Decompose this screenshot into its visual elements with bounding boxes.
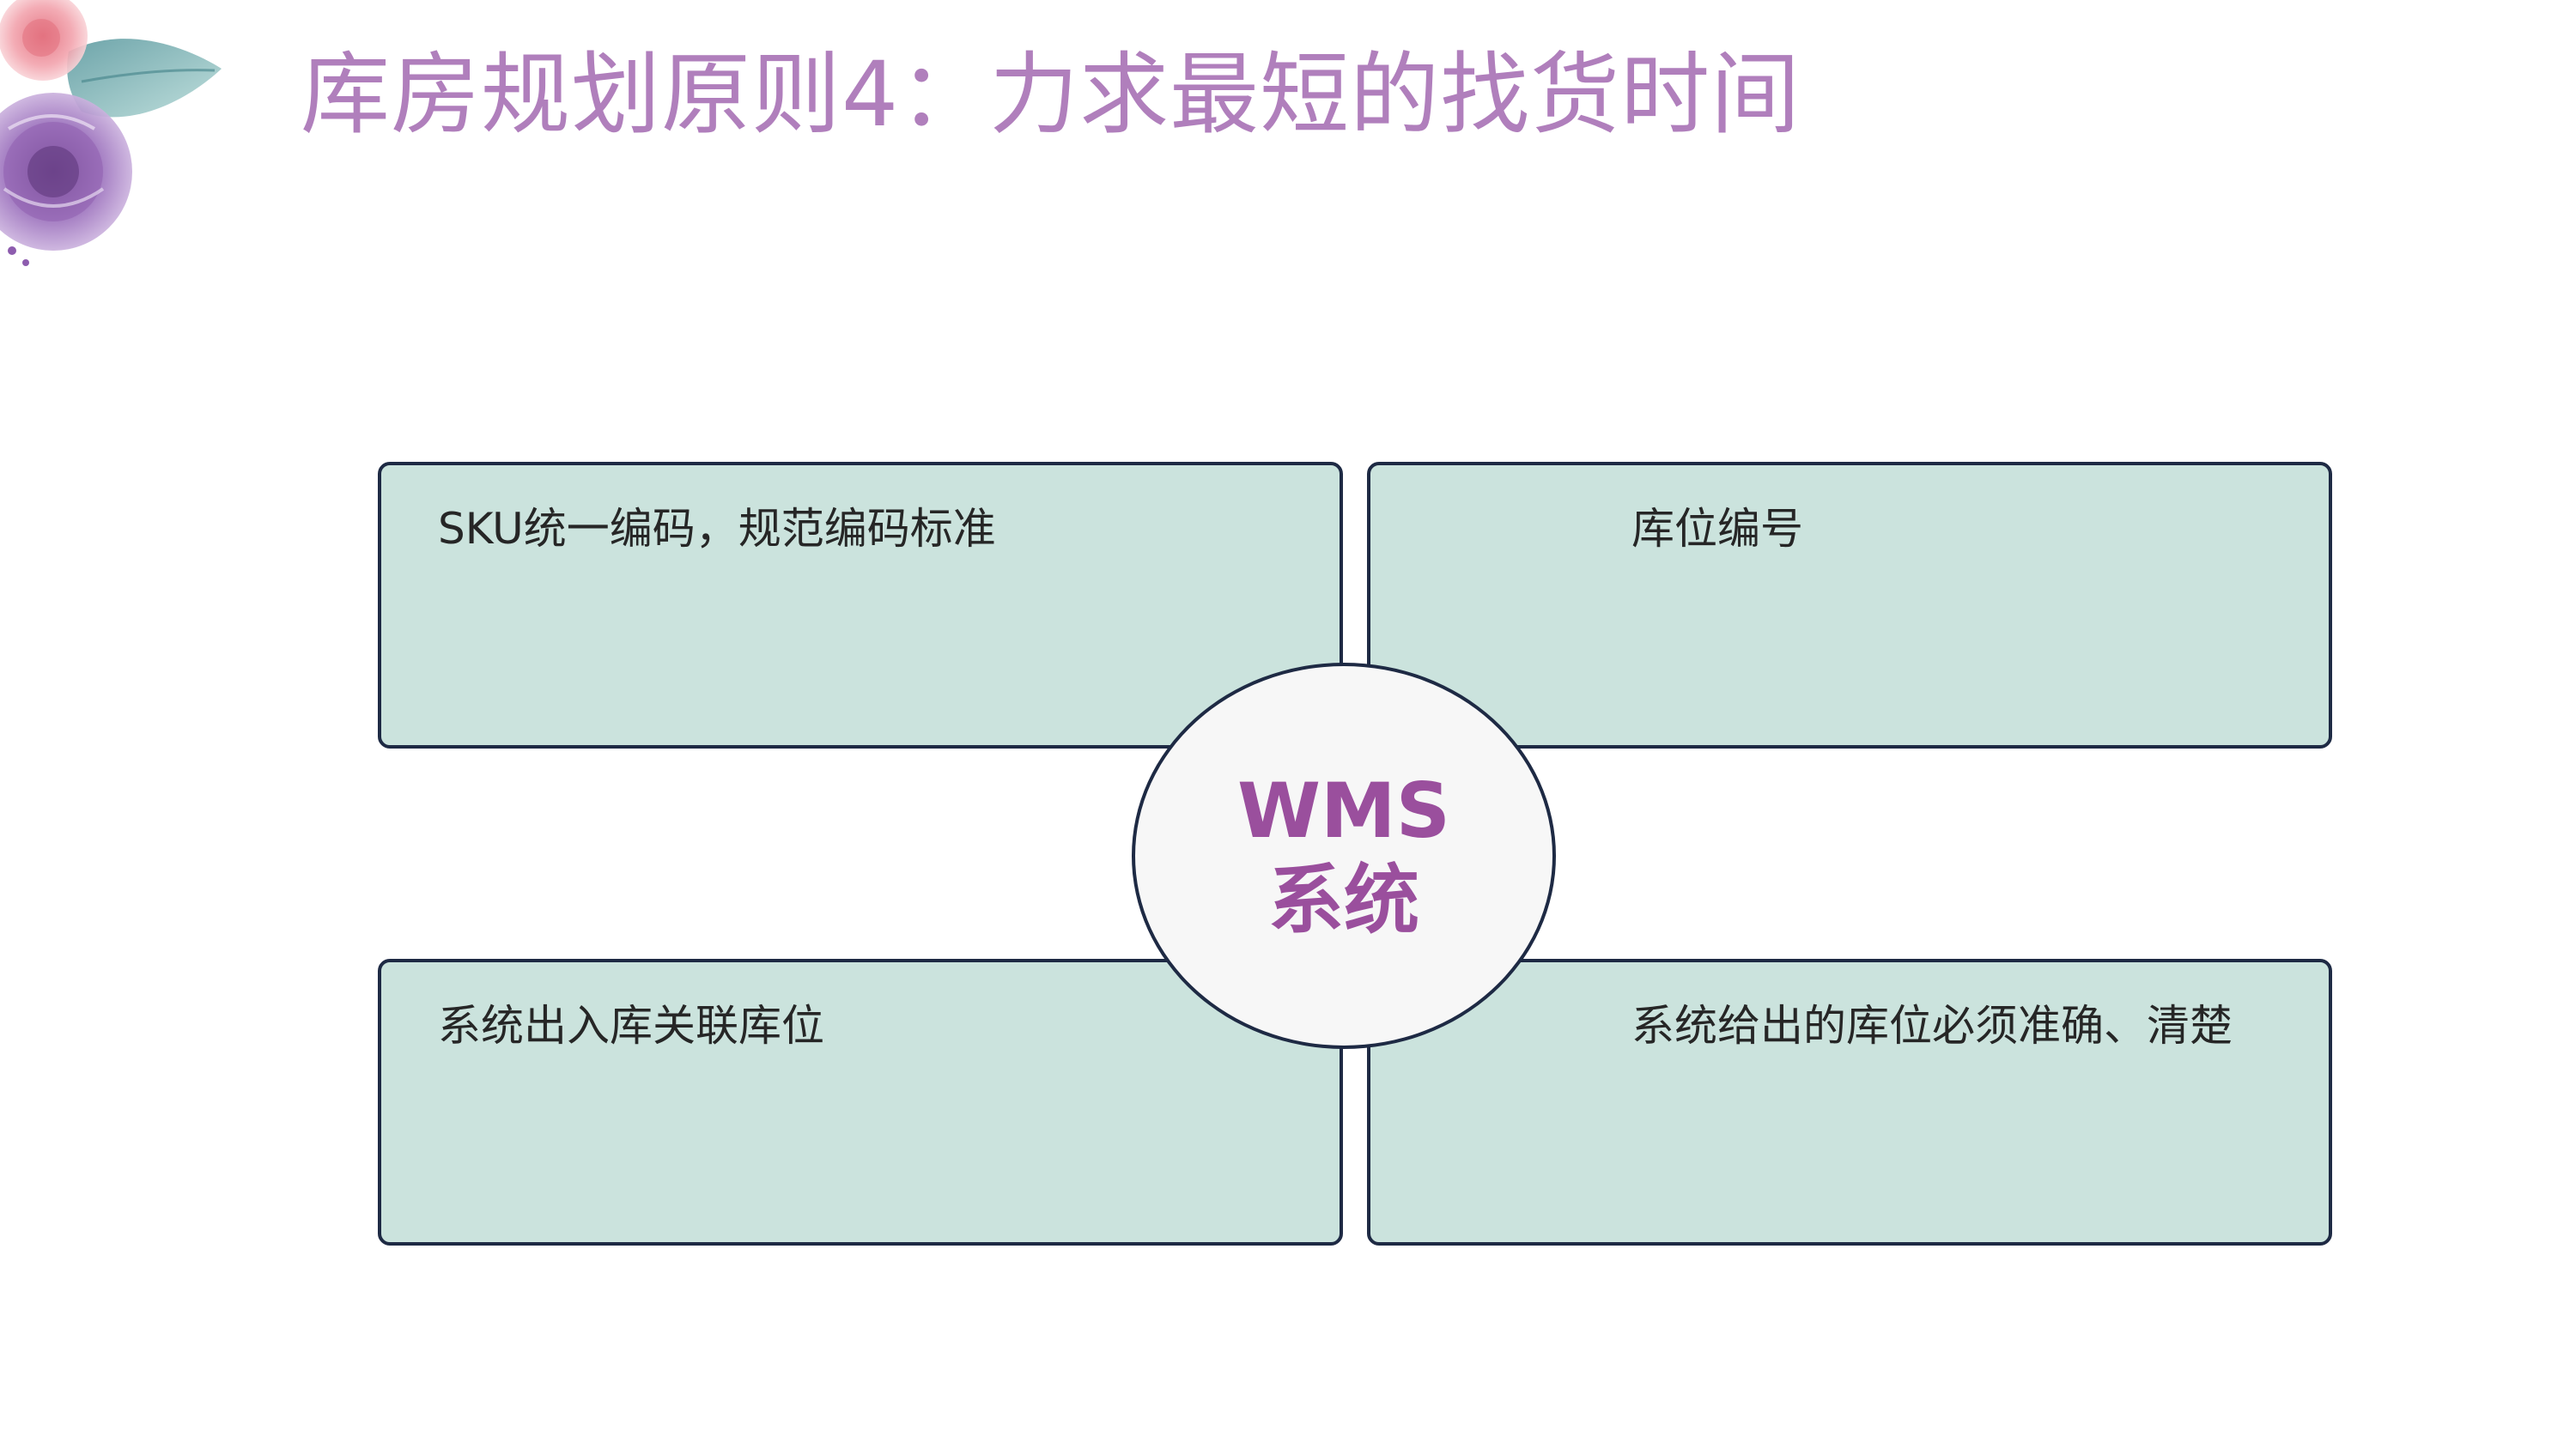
- quadrant-label: 系统给出的库位必须准确、清楚: [1631, 1001, 2233, 1051]
- quadrant-box-inout-location: 系统出入库关联库位: [378, 959, 1343, 1246]
- quadrant-box-accurate-location: 系统给出的库位必须准确、清楚: [1367, 959, 2332, 1246]
- quadrant-label: SKU统一编码，规范编码标准: [438, 504, 996, 554]
- hub-text-line2: 系统: [1267, 856, 1419, 944]
- quadrant-box-location-number: 库位编号: [1367, 462, 2332, 749]
- watercolor-flower-icon: [0, 0, 222, 266]
- wms-center-circle: WMS 系统: [1132, 663, 1556, 1049]
- quadrant-label: 系统出入库关联库位: [438, 1001, 824, 1051]
- quadrant-box-sku-coding: SKU统一编码，规范编码标准: [378, 462, 1343, 749]
- quadrant-label: 库位编号: [1631, 504, 1803, 554]
- hub-text-line1: WMS: [1236, 767, 1450, 855]
- slide-title: 库房规划原则4：力求最短的找货时间: [301, 42, 1801, 147]
